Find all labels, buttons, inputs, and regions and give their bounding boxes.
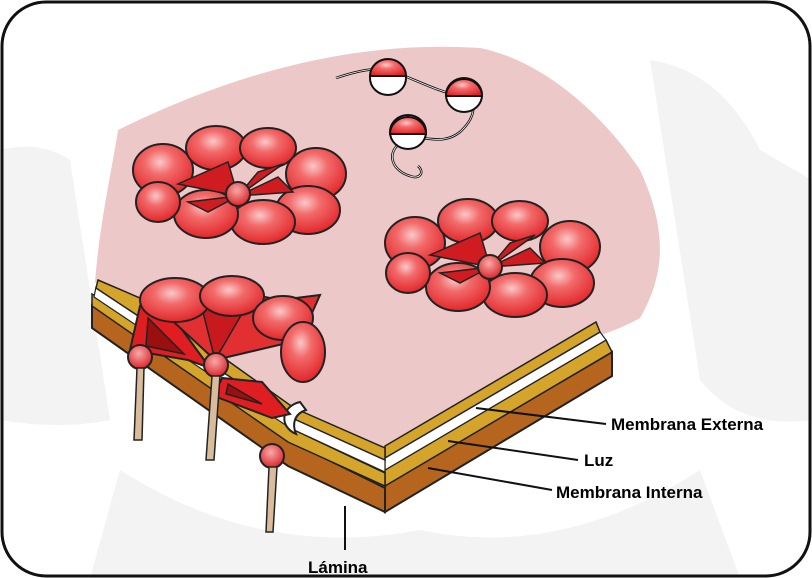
label-lamina: Lámina — [308, 558, 368, 577]
label-outer-membrane: Membrana Externa — [611, 415, 764, 434]
label-lumen: Luz — [584, 451, 613, 470]
rna-particle — [390, 115, 426, 149]
rna-particle — [370, 59, 406, 95]
rna-particle — [446, 78, 482, 112]
label-inner-membrane: Membrana Interna — [556, 483, 703, 502]
